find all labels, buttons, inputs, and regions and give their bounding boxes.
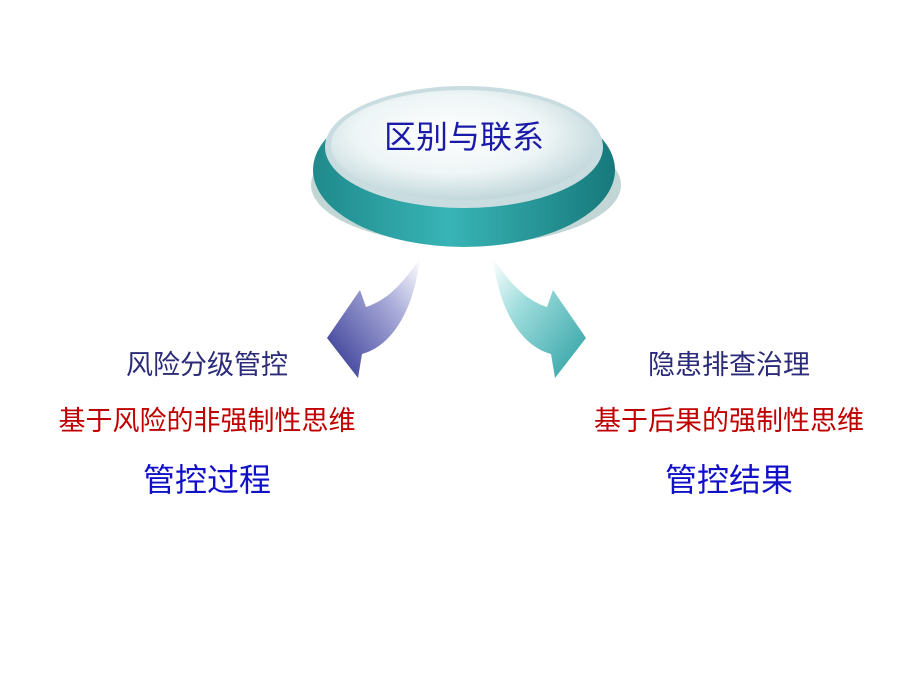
right-main: 管控结果 bbox=[664, 461, 794, 499]
left-title: 风险分级管控 bbox=[126, 350, 288, 381]
left-arrow-icon bbox=[327, 258, 420, 378]
right-title: 隐患排查治理 bbox=[648, 350, 810, 381]
right-subtitle: 基于后果的强制性思维 bbox=[594, 406, 864, 437]
center-title: 区别与联系 bbox=[383, 118, 545, 156]
left-subtitle: 基于风险的非强制性思维 bbox=[58, 406, 356, 437]
center-disc bbox=[311, 86, 621, 247]
left-main: 管控过程 bbox=[142, 461, 272, 499]
disc-top bbox=[331, 90, 597, 200]
right-arrow-icon bbox=[493, 258, 586, 378]
